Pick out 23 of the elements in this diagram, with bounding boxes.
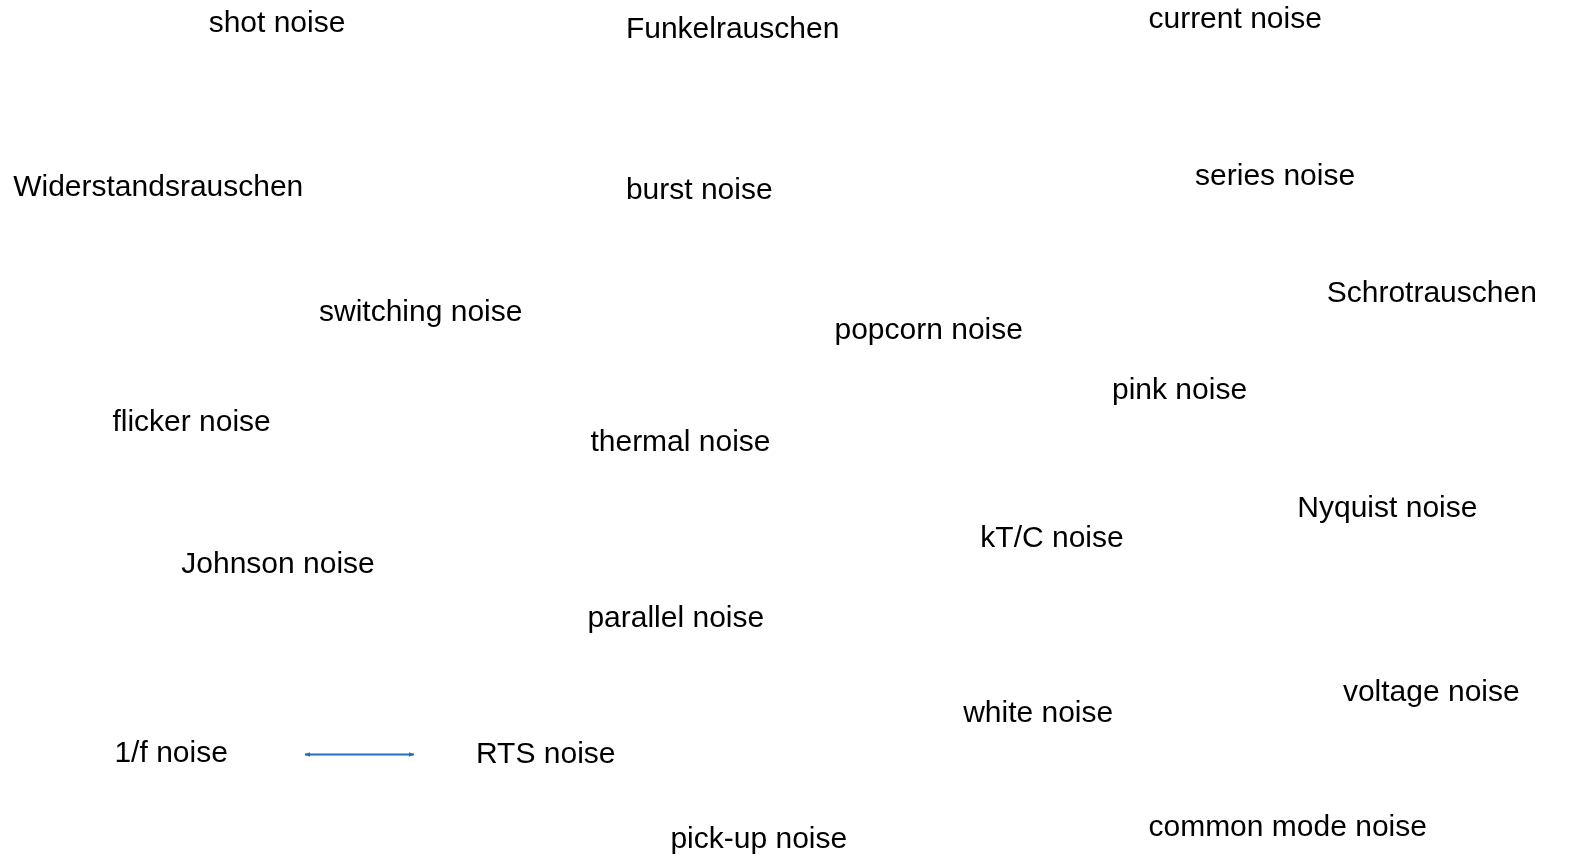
term-label: Johnson noise: [181, 545, 375, 582]
term-label: thermal noise: [590, 422, 771, 459]
term-label: Funkelrauschen: [625, 10, 840, 47]
term-label: shot noise: [208, 4, 346, 41]
term-label: series noise: [1195, 157, 1356, 194]
term-label: popcorn noise: [834, 311, 1023, 348]
term-label: current noise: [1148, 0, 1322, 37]
term-label: kT/C noise: [980, 518, 1124, 555]
term-label: Schrotrauschen: [1326, 273, 1537, 310]
term-label: common mode noise: [1148, 808, 1427, 845]
term-label: RTS noise: [476, 735, 616, 772]
double-arrow: [304, 752, 415, 757]
term-label: Nyquist noise: [1297, 489, 1478, 526]
term-label: white noise: [963, 693, 1114, 730]
term-label: 1/f noise: [114, 734, 228, 771]
term-label: flicker noise: [112, 403, 271, 440]
term-label: pick-up noise: [670, 819, 848, 856]
term-label: pink noise: [1112, 370, 1248, 407]
term-label: burst noise: [625, 171, 773, 208]
term-label: voltage noise: [1342, 672, 1520, 709]
term-label: switching noise: [319, 292, 523, 329]
term-label: parallel noise: [587, 598, 765, 635]
term-label: Widerstandsrauschen: [13, 168, 304, 205]
